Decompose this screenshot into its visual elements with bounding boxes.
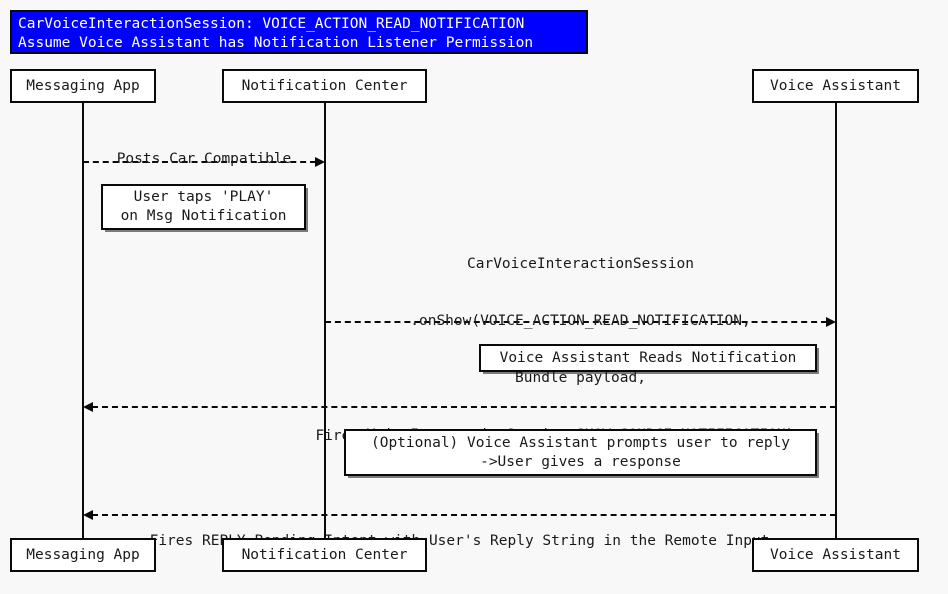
diagram-title-banner: CarVoiceInteractionSession: VOICE_ACTION… <box>10 10 588 54</box>
participant-header-notification-center[interactable]: Notification Center <box>222 69 427 103</box>
note-optional-reply-prompt: (Optional) Voice Assistant prompts user … <box>344 429 817 476</box>
note-optional-reply-prompt-line-2: ->User gives a response <box>480 453 681 470</box>
message-arrowhead-mark-as-read <box>83 402 93 412</box>
participant-footer-notification-center[interactable]: Notification Center <box>222 538 427 572</box>
note-optional-reply-prompt-line-1: (Optional) Voice Assistant prompts user … <box>370 434 791 451</box>
message-label-on-show-line-2: .onShow(VOICE_ACTION_READ_NOTIFICATION, <box>410 313 751 329</box>
message-label-on-show-line-1: CarVoiceInteractionSession <box>467 256 694 272</box>
participant-footer-voice-assistant-label: Voice Assistant <box>770 547 901 563</box>
participant-footer-messaging-app[interactable]: Messaging App <box>10 538 156 572</box>
message-arrowhead-on-show <box>826 317 836 327</box>
participant-footer-messaging-app-label: Messaging App <box>26 547 140 563</box>
lifeline-voice-assistant <box>835 102 837 538</box>
note-user-taps-play: User taps 'PLAY' on Msg Notification <box>101 184 306 230</box>
message-label-reply-intent: Fires REPLY Pending Intent with User's R… <box>83 494 836 589</box>
message-arrowhead-post-notification <box>315 157 325 167</box>
participant-header-voice-assistant-label: Voice Assistant <box>770 78 901 94</box>
note-assistant-reads: Voice Assistant Reads Notification <box>479 344 817 372</box>
participant-header-messaging-app[interactable]: Messaging App <box>10 69 156 103</box>
participant-footer-notification-center-label: Notification Center <box>241 547 408 563</box>
participant-header-voice-assistant[interactable]: Voice Assistant <box>752 69 919 103</box>
diagram-title-line-2: Assume Voice Assistant has Notification … <box>18 35 534 51</box>
note-user-taps-play-line-1: User taps 'PLAY' <box>133 189 274 205</box>
lifeline-messaging-app <box>82 102 84 538</box>
note-user-taps-play-line-2: on Msg Notification <box>120 208 287 224</box>
message-line-mark-as-read <box>92 406 836 408</box>
message-line-post-notification <box>83 161 316 163</box>
note-assistant-reads-line-1: Voice Assistant Reads Notification <box>499 349 797 366</box>
participant-footer-voice-assistant[interactable]: Voice Assistant <box>752 538 919 572</box>
message-arrowhead-reply-intent <box>83 510 93 520</box>
participant-header-messaging-app-label: Messaging App <box>26 78 140 94</box>
message-label-post-notification-line-1: Posts Car Compatible <box>116 151 292 167</box>
lifeline-notification-center <box>324 102 326 538</box>
message-label-on-show-line-3: Bundle payload, <box>515 370 646 386</box>
message-line-reply-intent <box>92 514 836 516</box>
participant-header-notification-center-label: Notification Center <box>241 78 408 94</box>
message-line-on-show <box>325 321 827 323</box>
diagram-title-line-1: CarVoiceInteractionSession: VOICE_ACTION… <box>18 16 525 32</box>
message-label-reply-intent-line-1: Fires REPLY Pending Intent with User's R… <box>149 533 770 549</box>
